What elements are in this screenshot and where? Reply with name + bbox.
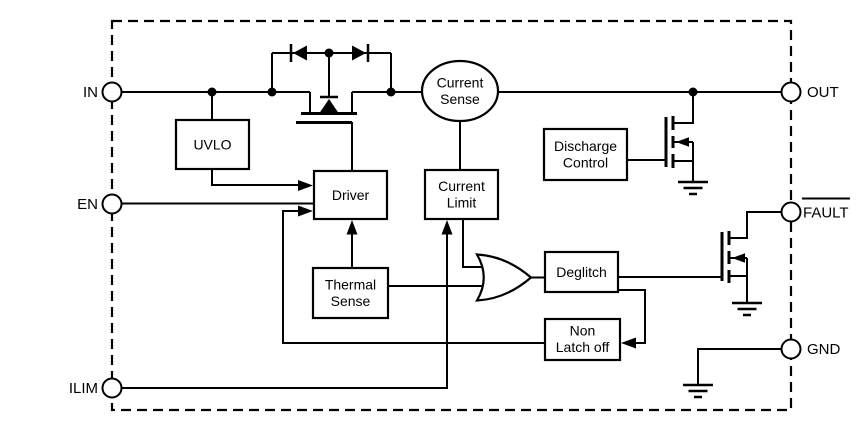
wire-ilim-to-currentlimit — [121, 234, 448, 389]
junction-dot — [688, 87, 698, 97]
thermal-sense-label-line1: Thermal — [325, 277, 376, 293]
function-blocks: UVLO Driver Current Limit Thermal Sense … — [174, 118, 629, 362]
pin-labels: IN EN ILIM OUT FAULT GND — [69, 84, 850, 397]
discharge-fet-body-arrow — [676, 137, 689, 147]
en-pin-circle — [101, 193, 123, 215]
deglitch-label: Deglitch — [556, 264, 607, 280]
wires — [121, 52, 782, 389]
uvlo-block — [174, 118, 251, 171]
arrow-thermal-into-driver — [346, 220, 358, 235]
junction-dot — [267, 87, 277, 97]
ilim-pin-label: ILIM — [69, 380, 98, 397]
junction-dot — [207, 87, 217, 97]
discharge-control-block — [542, 127, 629, 182]
fault-fet-drain-to-fault-pin — [730, 211, 782, 239]
fault-fet-source-body — [730, 257, 748, 303]
gnd-pin-ground-symbol — [683, 383, 713, 399]
thermal-sense-label-line2: Sense — [331, 293, 371, 309]
body-diode-triangle — [319, 99, 339, 113]
non-latch-off-label-line2: Latch off — [556, 339, 610, 355]
in-pin-circle — [101, 81, 123, 103]
arrow-deglitch-into-nonlatch — [621, 337, 636, 349]
arrow-feedback-into-driver — [298, 205, 313, 217]
junction-dot — [386, 87, 396, 97]
discharge-fet-source-body — [674, 141, 694, 182]
arrow-uvlo-into-driver — [298, 180, 313, 191]
non-latch-off-block — [543, 317, 622, 362]
discharge-control-label-line1: Discharge — [554, 138, 617, 154]
junction-dots — [207, 48, 698, 97]
deglitch-block — [543, 250, 620, 294]
discharge-mosfet — [664, 92, 708, 196]
driver-block — [312, 169, 389, 221]
driver-label: Driver — [332, 187, 370, 203]
wire-uvlo-to-driver — [211, 169, 299, 186]
arrow-ilim-into-currentlimit — [441, 220, 453, 235]
uvlo-label: UVLO — [193, 137, 231, 153]
main-pass-mosfet — [289, 44, 370, 124]
wire-fet-drain-rail — [351, 91, 422, 112]
arrowheads — [298, 180, 636, 349]
current-sense-label-line2: Sense — [440, 91, 480, 107]
current-sense-label-line1: Current — [437, 75, 484, 91]
wire-nonlatch-feedback-to-driver — [282, 210, 545, 344]
in-pin-label: IN — [83, 84, 98, 101]
pin-terminals — [101, 81, 802, 399]
thermal-sense-block — [311, 266, 390, 320]
current-limit-label-line2: Limit — [447, 195, 477, 211]
ilim-pin-circle — [101, 377, 123, 399]
gnd-pin-circle — [780, 338, 802, 360]
current-sense-circle — [420, 59, 500, 123]
non-latch-off-label-line1: Non — [570, 323, 596, 339]
right-diode-triangle — [352, 45, 366, 61]
wire-currentlimit-to-or — [462, 219, 484, 268]
gnd-pin-label: GND — [807, 341, 841, 358]
fault-fet-body-arrow — [732, 253, 745, 263]
wire-gnd-pin-to-ground — [697, 348, 782, 385]
en-pin-label: EN — [77, 196, 98, 213]
fault-pin-circle — [780, 201, 802, 223]
discharge-control-label-line2: Control — [563, 155, 608, 171]
out-pin-circle — [780, 81, 802, 103]
junction-dot — [324, 48, 334, 58]
wire-deglitch-to-nonlatch — [618, 289, 646, 344]
fault-mosfet — [720, 211, 782, 317]
fault-pin-label: FAULT — [803, 205, 849, 222]
discharge-fet-ground-symbol — [678, 180, 708, 196]
current-limit-block — [423, 168, 500, 221]
current-limit-label-line1: Current — [438, 178, 485, 194]
left-diode-triangle — [293, 45, 307, 61]
or-gate — [475, 253, 533, 302]
out-pin-label: OUT — [807, 84, 839, 101]
fault-fet-ground-symbol — [732, 301, 762, 317]
discharge-fet-drain — [674, 92, 694, 124]
